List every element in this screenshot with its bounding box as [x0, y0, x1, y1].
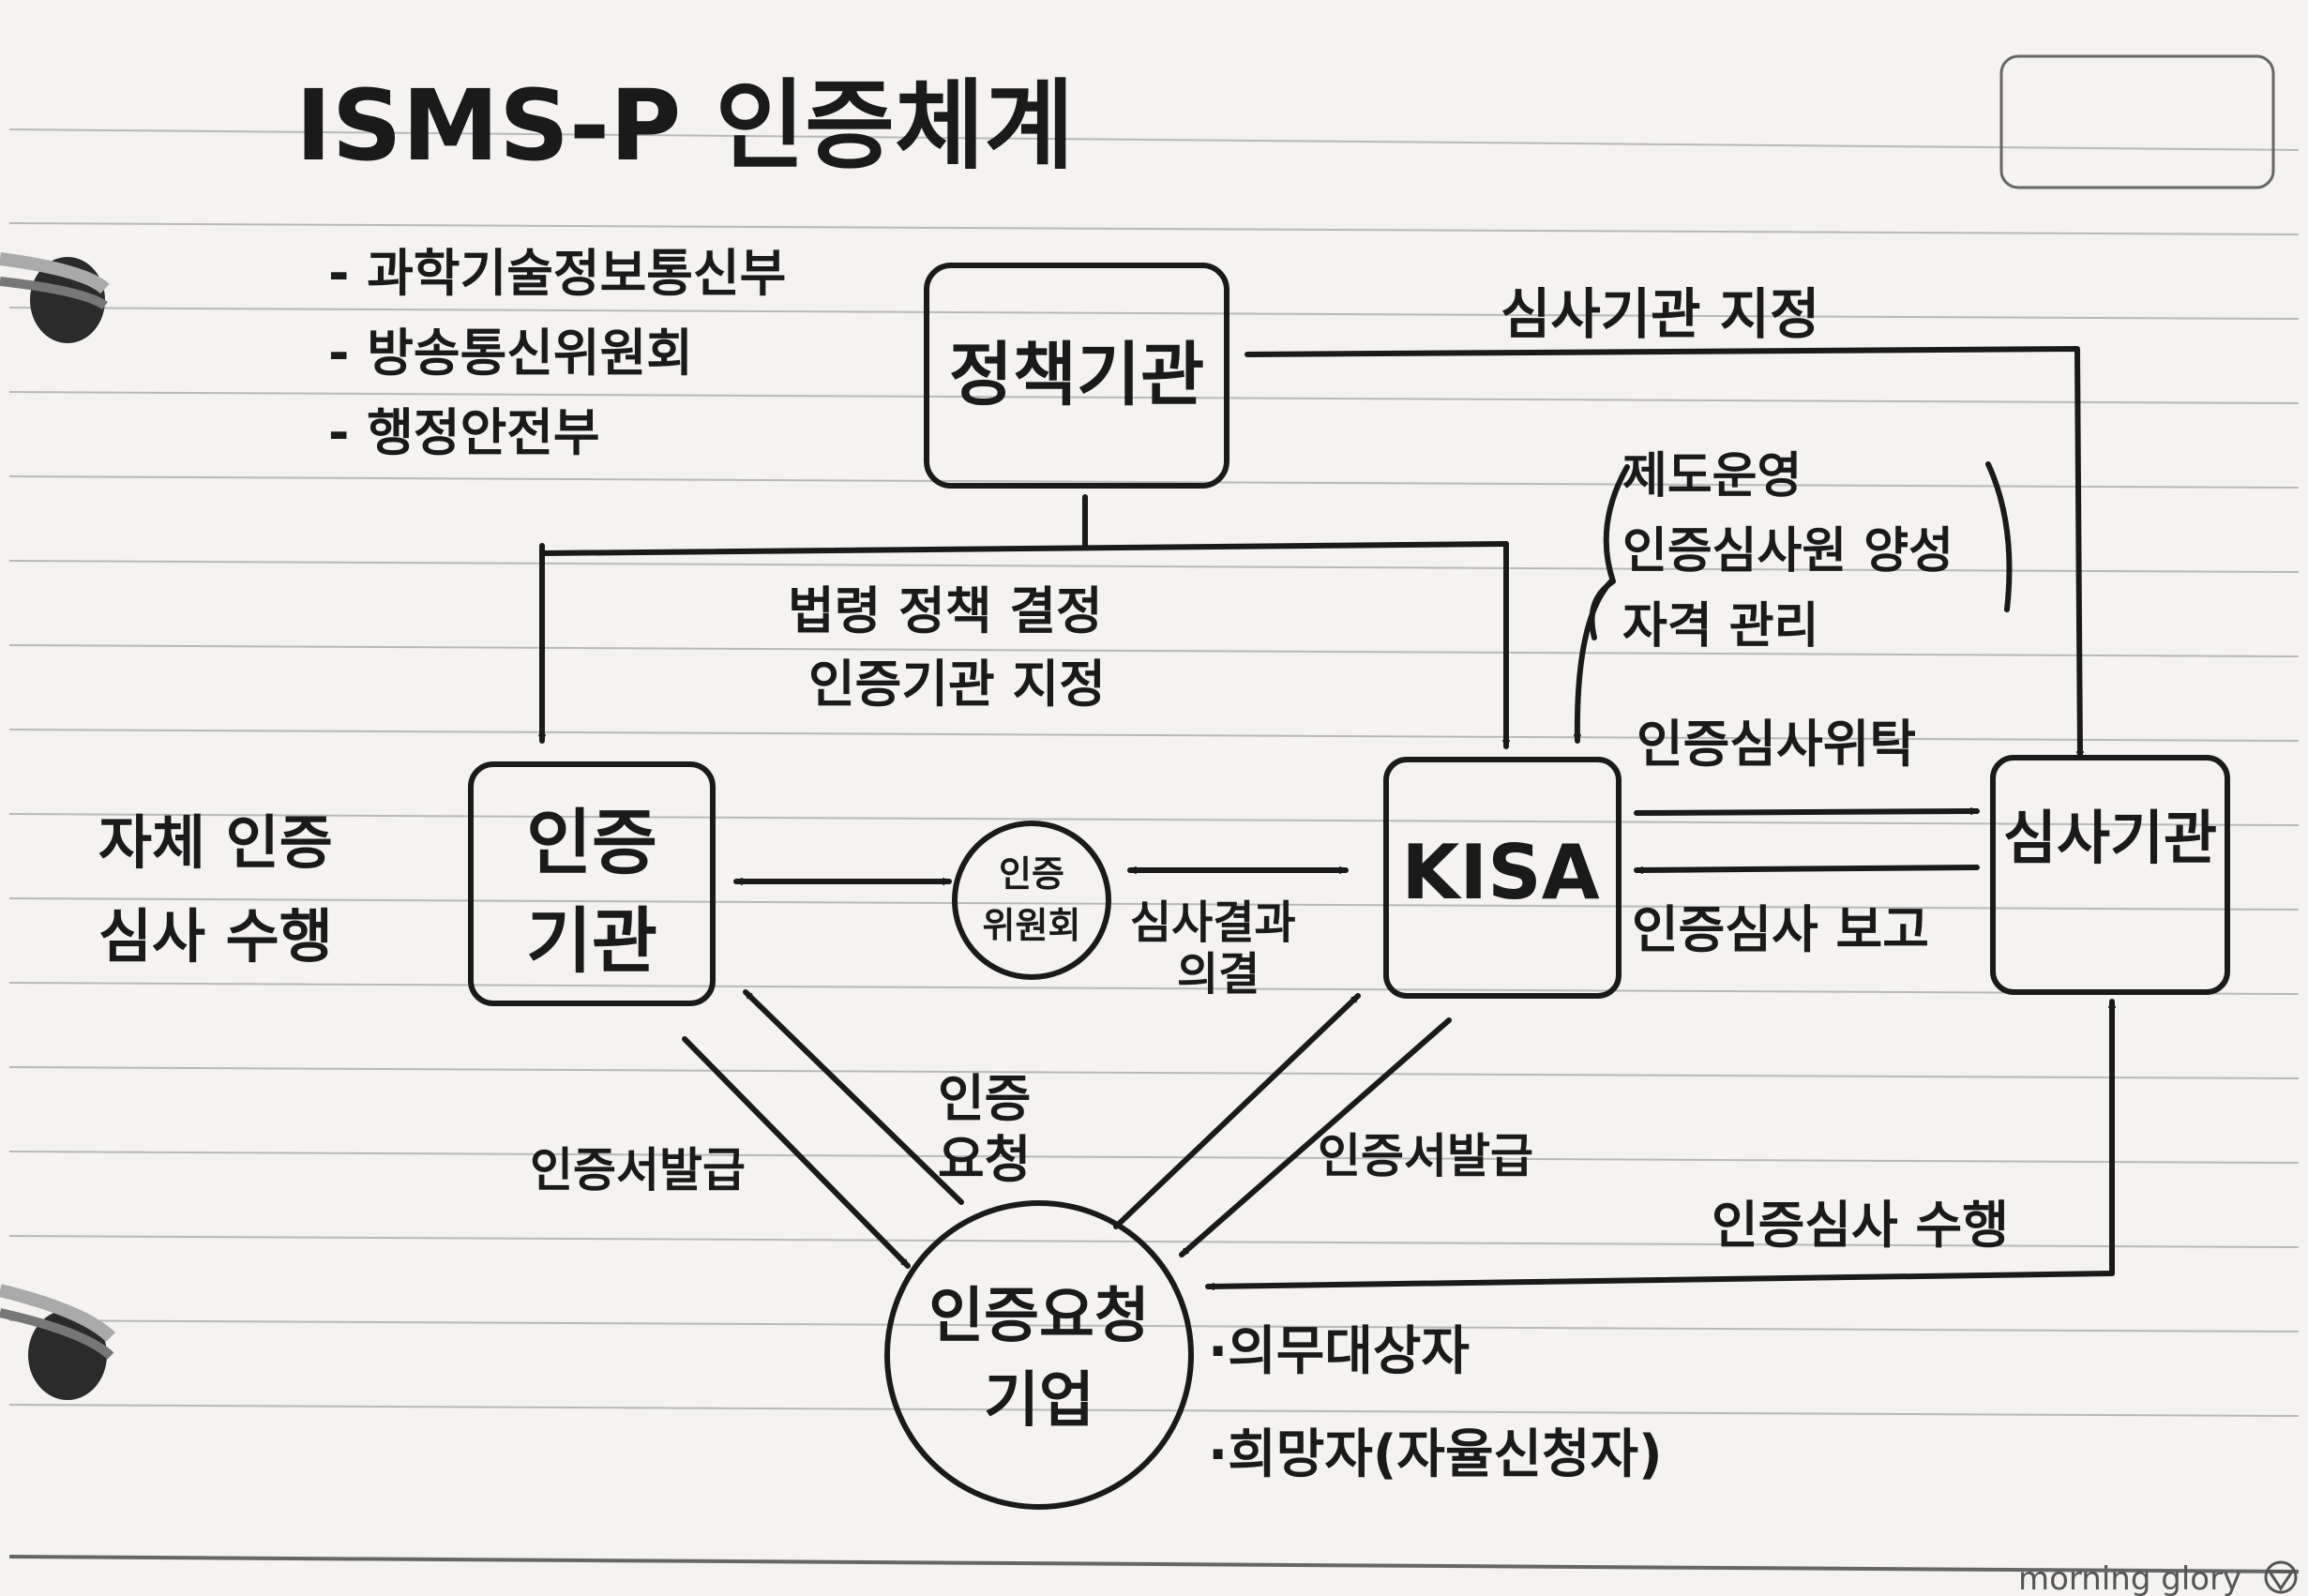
policy-member: - 행정안전부	[328, 403, 600, 462]
cert-body-node	[468, 761, 716, 1006]
audit-agency-label: 심사기관	[2003, 804, 2217, 872]
kisa-role-label: 제도운영	[1622, 448, 1802, 504]
cert-committee-label: 위원회	[983, 905, 1081, 946]
audit-designate-arrow	[1245, 346, 2080, 760]
kisa-role-label: 인증심사원 양성	[1622, 523, 1954, 580]
cert-committee-label: 인증	[999, 853, 1064, 895]
applicant-node	[884, 1200, 1194, 1510]
audit-agency-node	[1990, 755, 2230, 995]
audit-designate-label: 심사기관 지정	[1501, 282, 1819, 346]
kisa-label: KISA	[1401, 829, 1599, 916]
perform-label: 인증심사 수행	[1712, 1196, 2009, 1255]
policy-agency-node	[924, 263, 1229, 489]
delegate-arrow	[1634, 811, 1980, 816]
kisa-role-brace	[1985, 461, 2013, 612]
request-label: 인증	[938, 1069, 1031, 1128]
date-box	[1999, 54, 2275, 189]
issue-left-label: 인증서발급	[530, 1143, 746, 1197]
self-audit-label: 자체 인증	[98, 808, 333, 877]
request-label: 요청	[938, 1130, 1031, 1189]
applicant-type: ·의무대상자	[1208, 1321, 1470, 1382]
cert-body-label: 기관	[526, 899, 657, 983]
result-vote-label: 심사결과	[1130, 896, 1296, 949]
applicant-to-kisa-arrow	[1113, 993, 1361, 1229]
issue-right-label: 인증서발급	[1318, 1129, 1533, 1183]
applicant-label: 기업	[984, 1366, 1094, 1436]
binder-ring-icon	[0, 252, 110, 343]
cert-request-arrow	[743, 989, 964, 1205]
brand-label: morning glory	[2018, 1560, 2241, 1596]
result-vote-label: 의결	[1177, 948, 1260, 1001]
policy-split-line	[539, 541, 1509, 556]
report-arrow	[1634, 865, 1980, 870]
kisa-node	[1383, 757, 1622, 999]
self-audit-label: 심사 수행	[98, 902, 333, 971]
applicant-label: 인증요청	[928, 1282, 1150, 1351]
kisa-issue-arrow	[1179, 1017, 1452, 1257]
delegate-label: 인증심사위탁	[1637, 715, 1916, 774]
policy-decide-label: 인증기관 지정	[808, 655, 1106, 714]
report-label: 인증심사 보고	[1632, 900, 1929, 959]
kisa-role-label: 자격 관리	[1622, 598, 1818, 655]
policy-member: - 방송통신위원회	[328, 324, 693, 383]
morning-glory-logo-icon	[2264, 1560, 2298, 1594]
policy-decide-label: 법령 정책 결정	[788, 581, 1103, 640]
binder-ring-icon	[0, 1284, 115, 1400]
cert-body-label: 인증	[526, 801, 657, 884]
perform-arrow	[1205, 1271, 2115, 1287]
applicant-type: ·희망자(자율신청자)	[1208, 1424, 1663, 1485]
cert-body-issue-arrow	[682, 1036, 911, 1269]
page-title: ISMS-P 인증체계	[295, 68, 1074, 183]
ruled-lines	[8, 128, 2300, 1573]
policy-agency-label: 정책기관	[949, 335, 1204, 415]
policy-member: - 과학기술정보통신부	[328, 244, 786, 303]
cert-committee-node	[952, 821, 1111, 980]
kisa-role-arrow	[1577, 579, 1614, 744]
